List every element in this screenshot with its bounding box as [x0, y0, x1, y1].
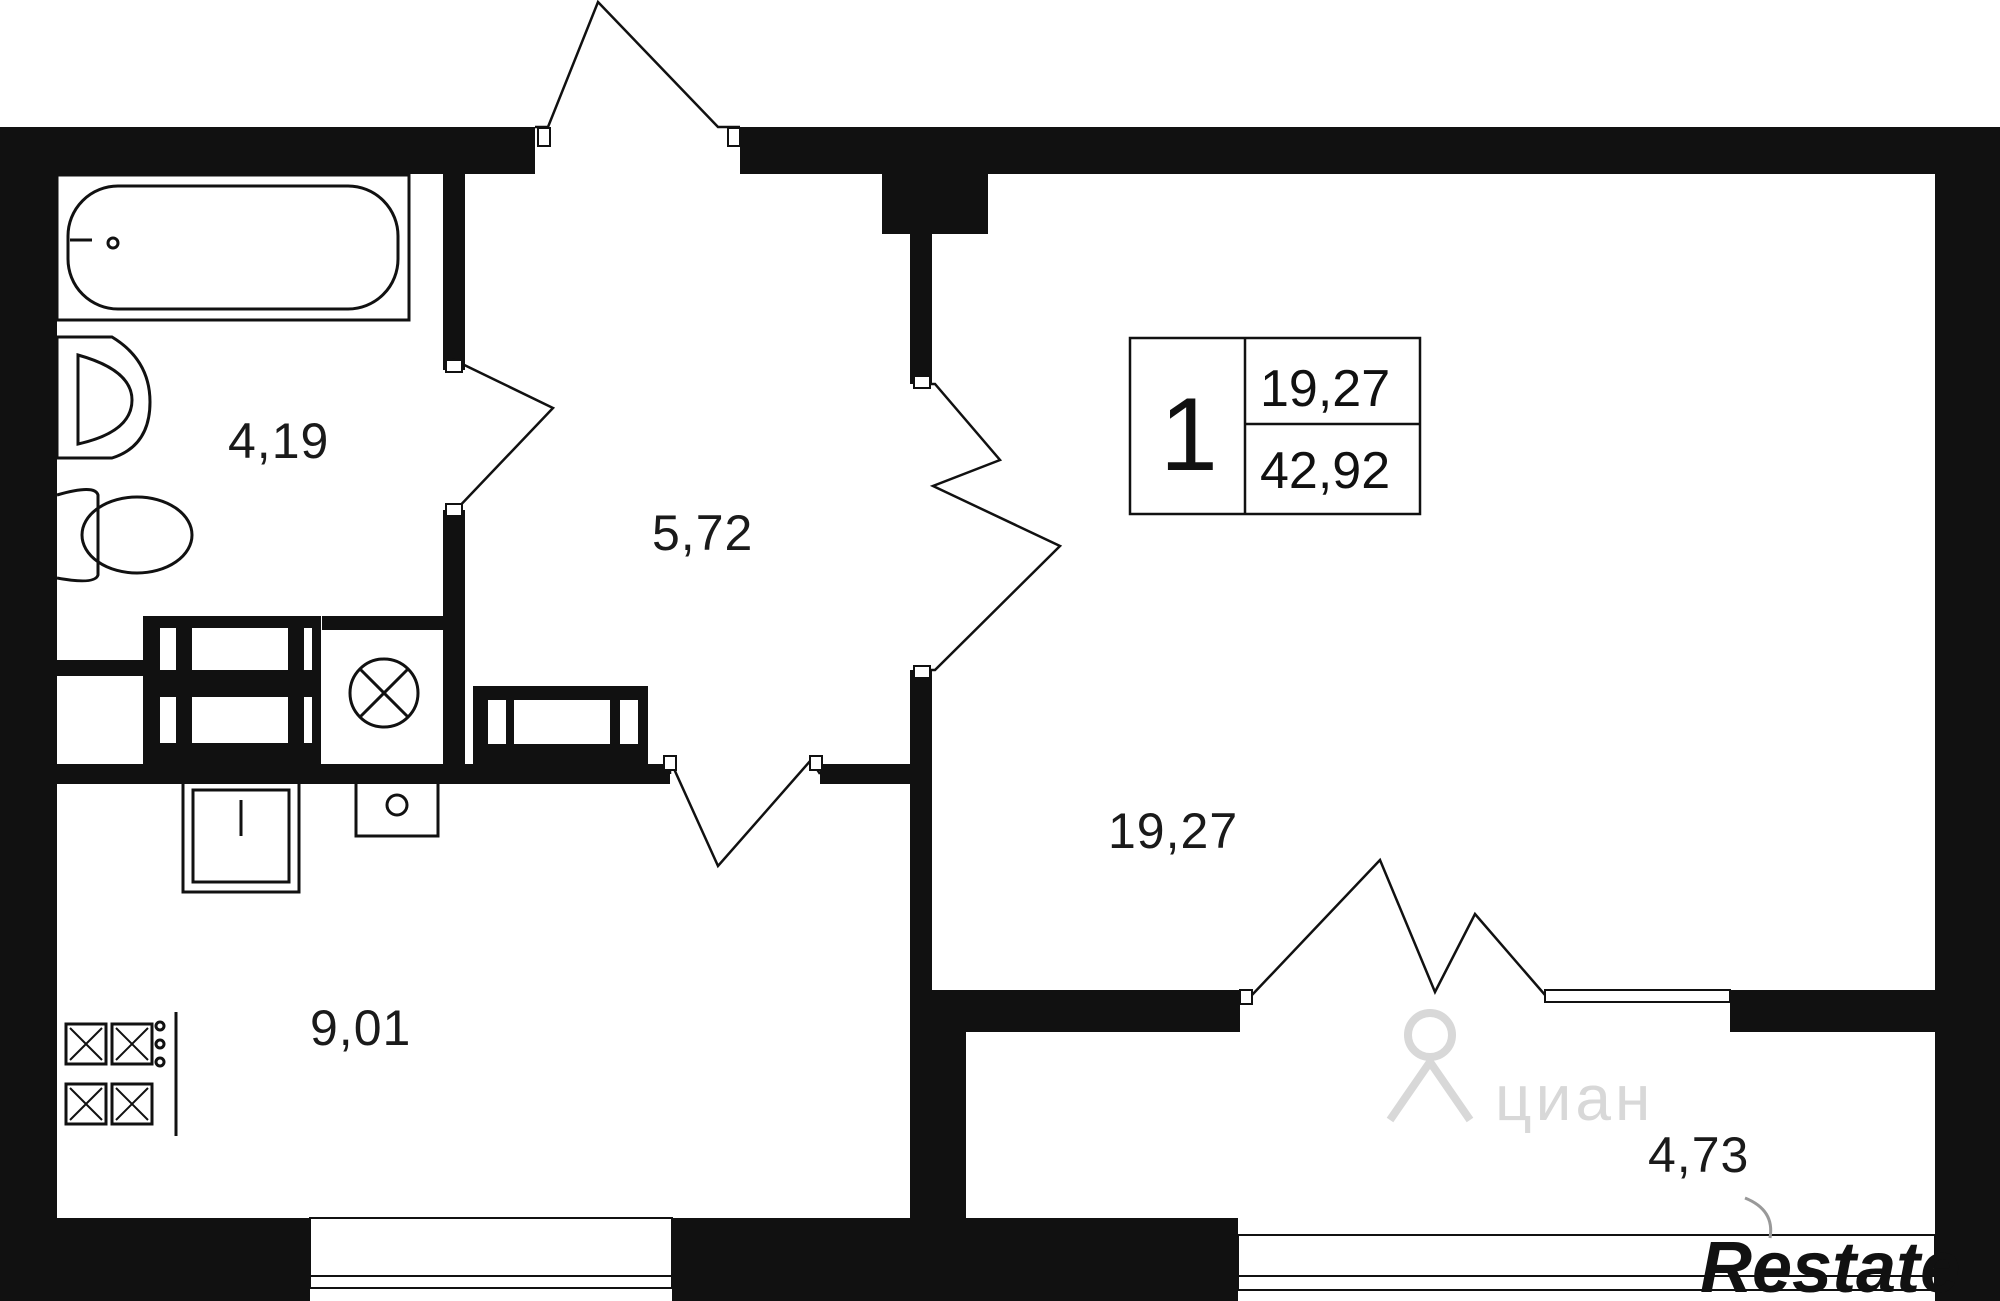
living-room-area-label: 19,27	[1108, 803, 1238, 859]
apartment-info-box: 1 19,27 42,92	[1128, 336, 1422, 516]
kitchen-area-label: 9,01	[310, 1000, 411, 1056]
windows	[309, 1217, 1936, 1291]
stove-icon	[64, 1012, 178, 1136]
brand-text: Restate	[1700, 1228, 1960, 1301]
total-area-value: 42,92	[1260, 442, 1390, 500]
balcony-area-label: 4,73	[1648, 1127, 1749, 1183]
kitchen-sink-icon	[354, 772, 440, 838]
toilet-icon	[56, 488, 194, 583]
living-area-value: 19,27	[1260, 360, 1390, 418]
watermark-text: циан	[1495, 1062, 1654, 1134]
watermark: циан	[1386, 1009, 1654, 1134]
ventilation-shaft	[160, 628, 638, 746]
vent-fan-icon	[348, 657, 420, 729]
sink-icon	[55, 335, 152, 460]
hallway-area-label: 5,72	[652, 505, 753, 561]
bathtub-icon	[55, 173, 411, 322]
wall-notch	[57, 683, 127, 736]
rooms-count: 1	[1160, 377, 1218, 493]
walls	[0, 127, 2000, 1301]
bathroom-area-label: 4,19	[228, 413, 329, 469]
brand-logo: Restate	[1700, 1196, 1960, 1301]
fridge-icon	[181, 778, 301, 894]
doors	[445, 0, 1731, 1005]
